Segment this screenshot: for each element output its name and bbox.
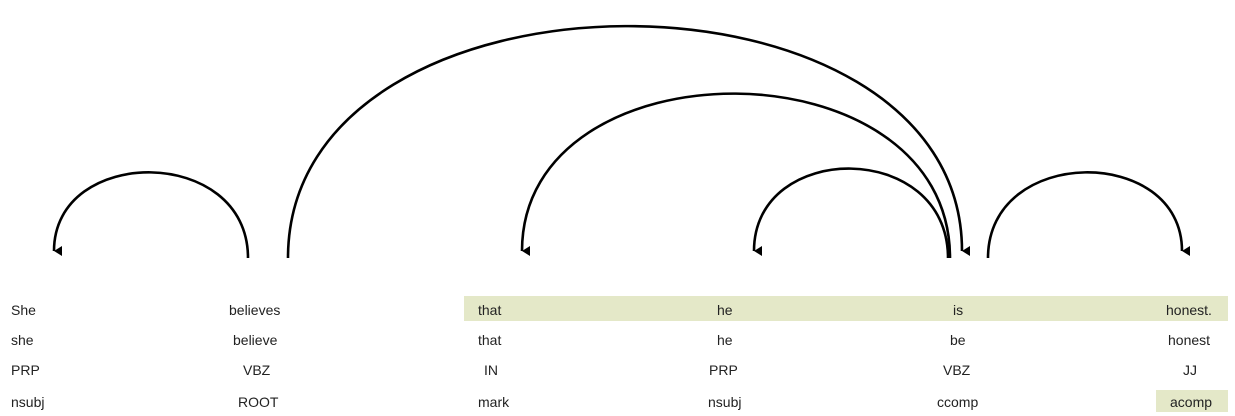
arc-believes-she	[52, 171, 250, 259]
arc-is-honest	[986, 171, 1191, 259]
token-lemma-believes: believe	[233, 332, 278, 348]
token-lemma-that: that	[478, 332, 502, 348]
token-dep-is: ccomp	[937, 394, 979, 410]
token-pos-is: VBZ	[943, 362, 971, 378]
arc-is-that	[520, 92, 952, 259]
token-dep-he: nsubj	[708, 394, 742, 410]
token-pos-she: PRP	[11, 362, 40, 378]
token-word-believes: believes	[229, 302, 281, 318]
token-word-is: is	[953, 302, 964, 318]
arc-is-he	[752, 167, 950, 259]
token-lemma-is: be	[950, 332, 966, 348]
token-pos-honest: JJ	[1183, 362, 1197, 378]
acomp-highlight	[1156, 390, 1228, 412]
token-word-honest: honest.	[1166, 302, 1212, 318]
arc-believes-is	[286, 24, 971, 259]
token-lemma-honest: honest	[1168, 332, 1211, 348]
token-lemma-she: she	[11, 332, 34, 348]
token-lemma-he: he	[717, 332, 733, 348]
token-dep-she: nsubj	[11, 394, 45, 410]
token-dep-honest: acomp	[1170, 394, 1213, 410]
token-word-he: he	[717, 302, 733, 318]
token-dep-that: mark	[478, 394, 510, 410]
token-pos-believes: VBZ	[243, 362, 271, 378]
clause-highlight	[464, 296, 1228, 321]
token-pos-that: IN	[484, 362, 498, 378]
token-dep-believes: ROOT	[238, 394, 279, 410]
token-word-she: She	[11, 302, 36, 318]
token-pos-he: PRP	[709, 362, 738, 378]
token-word-that: that	[478, 302, 502, 318]
